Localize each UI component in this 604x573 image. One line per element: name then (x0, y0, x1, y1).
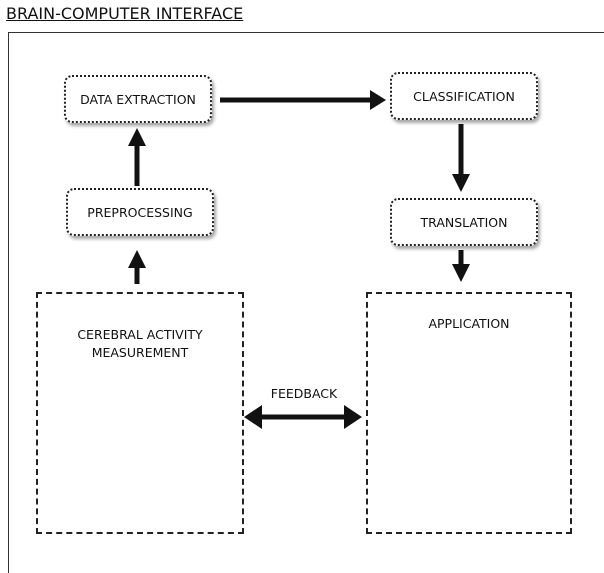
feedback-double-arrow (244, 405, 362, 429)
node-cerebral-activity-measurement (36, 292, 244, 534)
arrow-classification-to-translation (452, 124, 470, 192)
feedback-label: FEEDBACK (270, 386, 338, 401)
cerebral-label-line-2: MEASUREMENT (91, 345, 189, 360)
arrow-measurement-to-preprocessing (128, 250, 146, 284)
page-title: BRAIN-COMPUTER INTERFACE (6, 4, 244, 23)
arrow-extraction-to-classification (220, 90, 386, 110)
node-preprocessing: PREPROCESSING (66, 188, 214, 236)
node-classification: CLASSIFICATION (390, 72, 538, 120)
node-data-extraction: DATA EXTRACTION (64, 75, 212, 123)
arrow-translation-to-application (452, 250, 470, 282)
node-cerebral-activity-measurement-label: CEREBRAL ACTIVITY MEASUREMENT (36, 326, 244, 362)
diagram-frame (8, 32, 604, 573)
node-preprocessing-label: PREPROCESSING (87, 204, 193, 220)
node-classification-label: CLASSIFICATION (413, 88, 515, 104)
node-data-extraction-label: DATA EXTRACTION (80, 91, 196, 107)
node-translation-label: TRANSLATION (420, 214, 508, 230)
cerebral-label-line-1: CEREBRAL ACTIVITY (77, 327, 203, 342)
arrow-preprocessing-to-extraction (128, 128, 146, 186)
node-translation: TRANSLATION (390, 198, 538, 246)
node-application-label: APPLICATION (428, 316, 510, 331)
node-application (366, 292, 572, 534)
